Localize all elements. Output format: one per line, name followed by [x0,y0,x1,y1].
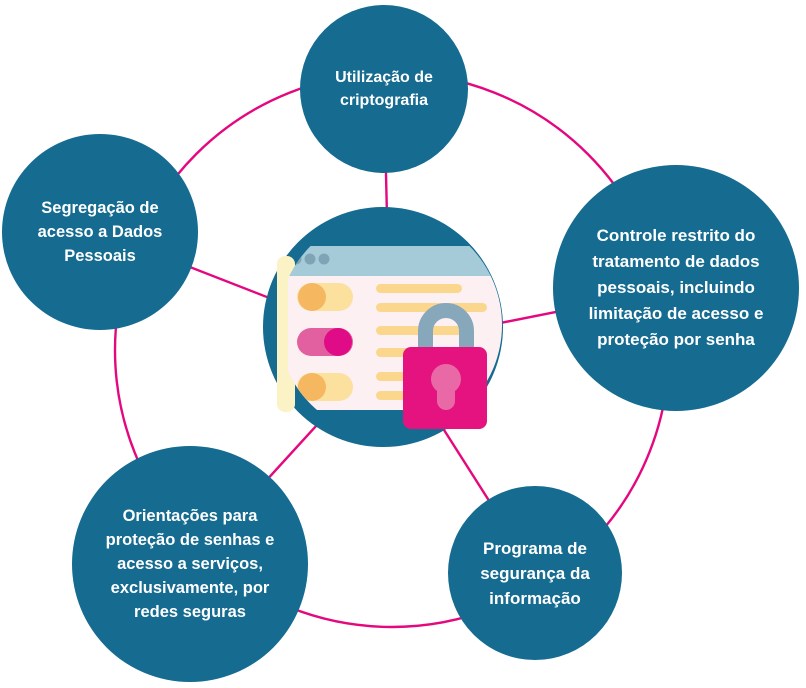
toggle-knob [298,373,326,401]
node-label: Utilização de criptografia [335,69,433,109]
window-dot [318,253,330,265]
toggle-icon-1 [297,283,353,311]
padlock-icon [403,303,487,429]
toggle-icon-3 [297,373,353,401]
diagram-node-utilizacao-criptografia: Utilização de criptografia [300,5,468,173]
toggle-knob [324,328,352,356]
node-label: Orientações para proteção de senhas e ac… [105,507,275,621]
diagram-node-programa-seguranca: Programa de segurança da informação [448,486,622,660]
diagram-node-controle-restrito: Controle restrito do tratamento de dados… [553,165,799,411]
security-illustration [263,207,503,447]
toggle-icon-2 [297,328,353,356]
window-titlebar [288,246,502,276]
padlock-keyhole-stem [437,382,455,410]
text-line [376,284,462,293]
padlock-shackle [418,303,474,352]
window-dot [304,253,316,265]
diagram-node-orientacoes-senhas: Orientações para proteção de senhas e ac… [72,446,308,682]
node-label: Controle restrito do tratamento de dados… [588,226,764,349]
node-label: Segregação de acesso a Dados Pessoais [37,199,163,265]
toggle-knob [298,283,326,311]
diagram-node-segregacao-acesso: Segregação de acesso a Dados Pessoais [2,134,198,330]
node-label: Programa de segurança da informação [480,538,590,608]
